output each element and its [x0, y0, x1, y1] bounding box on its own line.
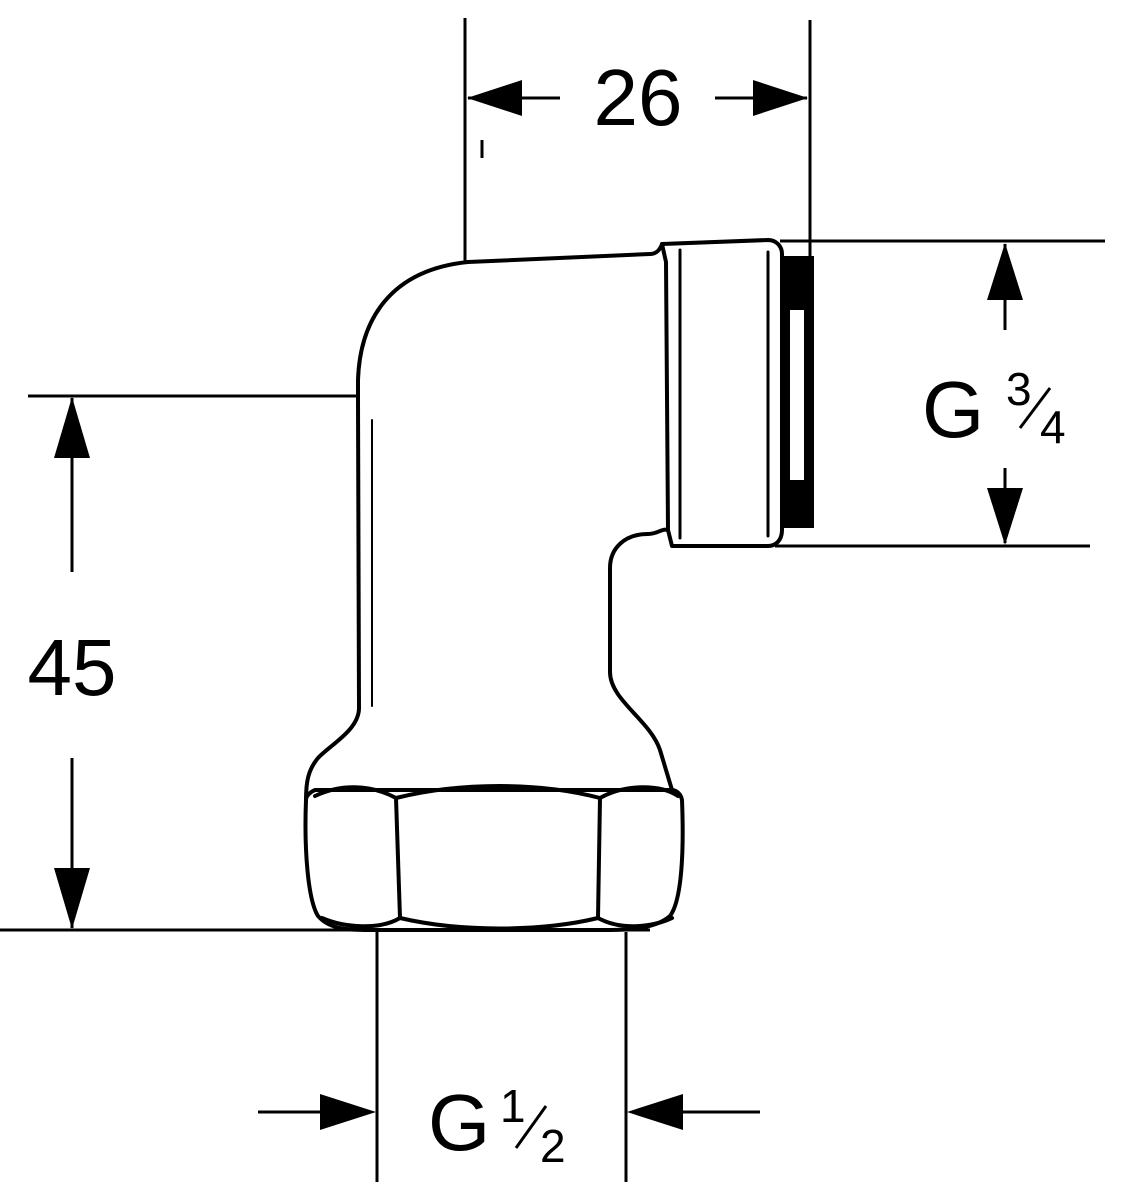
dimension-label-26: 26: [594, 53, 683, 142]
arrowhead-left: [627, 1094, 683, 1130]
extension-lines: [0, 18, 1105, 1182]
outlet-right: [660, 238, 814, 548]
dimension-height-45: 45: [28, 397, 117, 929]
dimension-thread-g-three-quarter: G 3 4: [922, 243, 1066, 545]
arrowhead-up: [987, 243, 1023, 300]
dimension-width-26: 26: [467, 53, 808, 142]
arrowhead-right: [320, 1094, 376, 1130]
fraction-denominator: 2: [540, 1120, 566, 1172]
arrowhead-left: [467, 80, 522, 116]
fraction-numerator: 3: [1006, 363, 1032, 415]
hex-nut: [303, 784, 685, 932]
thread-prefix-g: G: [428, 1078, 490, 1167]
arrowhead-right: [753, 80, 808, 116]
arrowhead-down: [987, 488, 1023, 545]
dimension-label-45: 45: [28, 623, 117, 712]
arrowhead-down: [54, 868, 90, 929]
fraction-denominator: 4: [1040, 401, 1066, 453]
fitting-body: [304, 242, 674, 802]
dimension-thread-g-half: G 1 2: [258, 1078, 760, 1172]
thread-prefix-g: G: [922, 365, 984, 454]
arrowhead-up: [54, 397, 90, 458]
fraction-numerator: 1: [500, 1080, 526, 1132]
